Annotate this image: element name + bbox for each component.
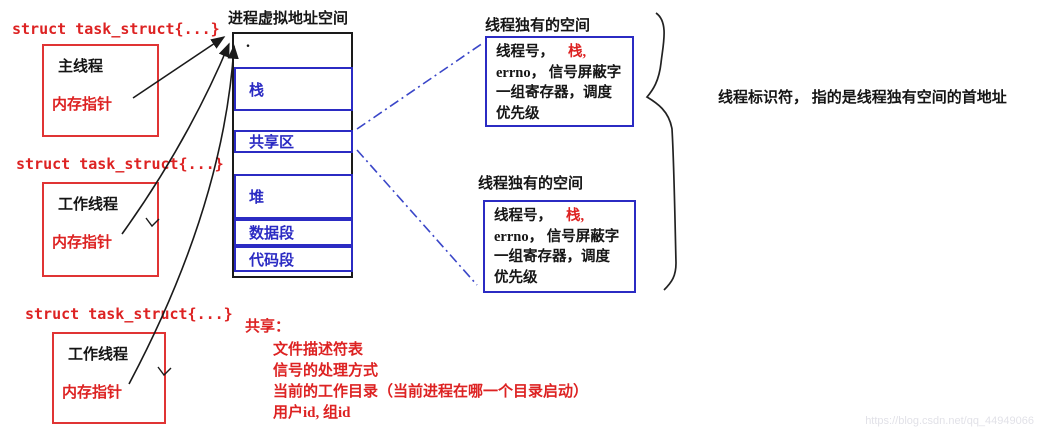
thread-name: 工作线程	[58, 197, 119, 213]
private-line-2: errno， 信号屏蔽字	[494, 228, 620, 245]
shared-item-uid-gid: 用户id, 组id	[273, 405, 351, 421]
memory-pointer-label: 内存指针	[62, 385, 123, 401]
dashed-link-private-space-1	[356, 42, 484, 130]
segment-data: 数据段	[234, 219, 353, 246]
brace-curve	[645, 12, 677, 291]
thread-name: 工作线程	[68, 347, 129, 363]
struct-decl-main-thread: struct task_struct{...}	[12, 20, 220, 38]
private-line-2: errno， 信号屏蔽字	[496, 64, 622, 81]
private-space-title-1: 线程独有的空间	[485, 18, 591, 34]
segment-shared: 共享区	[234, 130, 353, 153]
private-space-box-1: 线程号，栈, errno， 信号屏蔽字 一组寄存器，调度 优先级	[485, 36, 634, 127]
watermark-url: https://blog.csdn.net/qq_44949066	[865, 415, 1034, 427]
shared-item-fd-table: 文件描述符表	[273, 342, 364, 358]
shared-heading: 共享：	[245, 319, 291, 335]
private-space-title-2: 线程独有的空间	[478, 176, 584, 192]
address-space-top-dot: .	[246, 34, 250, 51]
struct-decl-worker-thread-1: struct task_struct{...}	[16, 155, 224, 173]
private-line-1: 线程号，栈,	[496, 44, 587, 60]
worker-thread-box-2: 工作线程 内存指针	[52, 332, 166, 424]
thread-identifier-note: 线程标识符， 指的是线程独有空间的首地址	[718, 90, 1007, 106]
worker-thread-box-1: 工作线程 内存指针	[42, 182, 159, 277]
main-thread-box: 主线程 内存指针	[42, 44, 159, 137]
segment-stack: 栈	[234, 67, 353, 111]
segment-code: 代码段	[234, 246, 353, 272]
shared-item-signals: 信号的处理方式	[273, 363, 379, 379]
thread-name: 主线程	[58, 59, 104, 75]
struct-decl-worker-thread-2: struct task_struct{...}	[25, 305, 233, 323]
memory-pointer-label: 内存指针	[52, 97, 113, 113]
address-space-title: 进程虚拟地址空间	[228, 11, 349, 27]
dashed-link-private-space-2	[356, 149, 478, 286]
memory-pointer-label: 内存指针	[52, 235, 113, 251]
private-line-4: 优先级	[496, 105, 540, 122]
segment-heap: 堆	[234, 174, 353, 219]
shared-item-working-dir: 当前的工作目录（当前进程在哪一个目录启动）	[273, 384, 589, 400]
private-line-3: 一组寄存器，调度	[494, 249, 610, 265]
private-line-4: 优先级	[494, 269, 538, 286]
private-space-box-2: 线程号，栈, errno， 信号屏蔽字 一组寄存器，调度 优先级	[483, 200, 636, 293]
private-line-3: 一组寄存器，调度	[496, 85, 612, 101]
private-line-1: 线程号，栈,	[494, 208, 585, 224]
